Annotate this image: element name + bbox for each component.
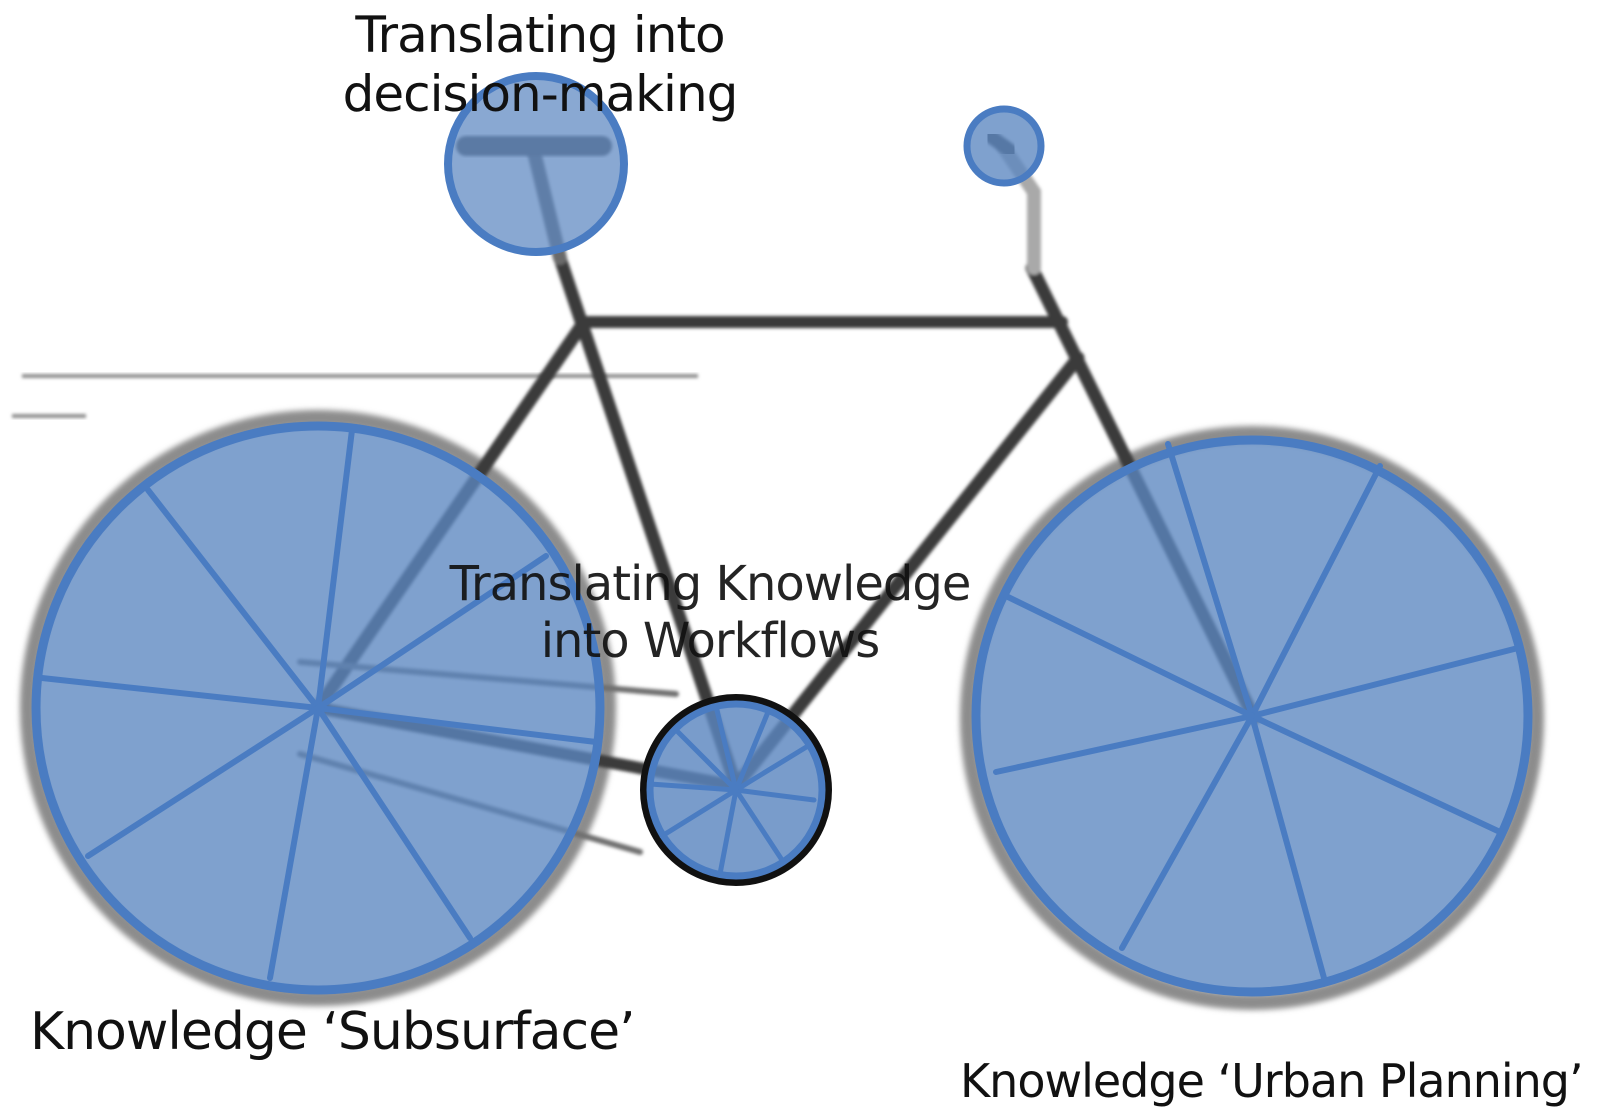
label-knowledge-subsurface: Knowledge ‘Subsurface’ [30,1002,636,1062]
label-top-line1: Translating into [355,6,725,64]
saddle-overlay [444,72,628,256]
wheel-icon-right [971,435,1533,997]
handlebar-overlay [963,105,1045,187]
label-center-line1: Translating Knowledge [449,556,972,612]
speed-lines [12,374,698,418]
tyres [20,410,1544,1010]
chainring-overlay [646,700,826,880]
chainring-icon [640,694,832,886]
label-translating-decision-making: Translating into decision-making [330,6,750,124]
wheel-icon-left [31,421,605,995]
label-translating-workflows: Translating Knowledge into Workflows [430,556,990,669]
label-top-line2: decision-making [342,65,739,123]
label-center-line2: into Workflows [540,612,881,669]
label-knowledge-urban-planning: Knowledge ‘Urban Planning’ [960,1054,1584,1108]
